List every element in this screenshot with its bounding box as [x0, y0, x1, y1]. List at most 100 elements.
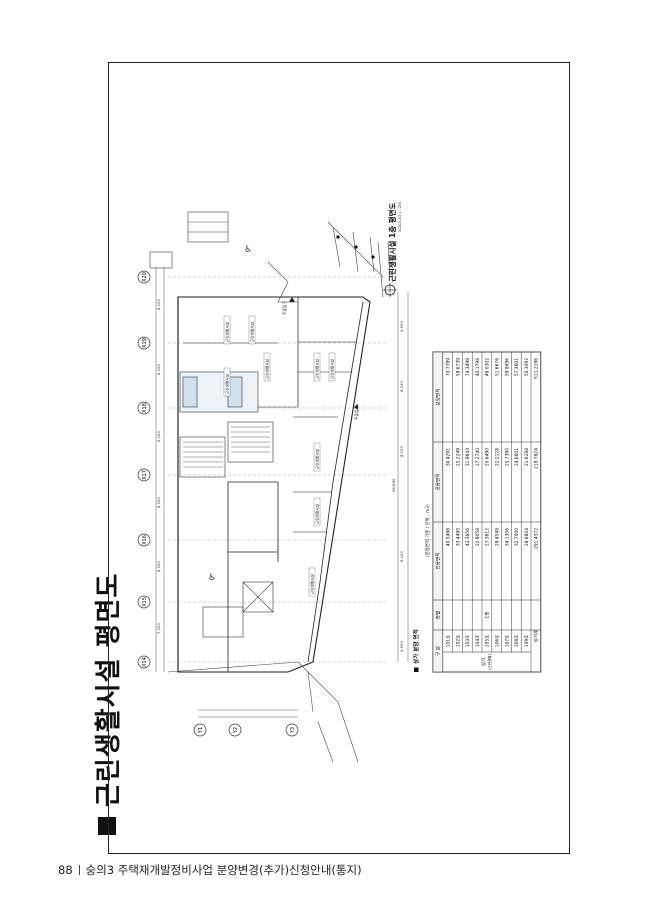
- area-table: 상가 분양 면적 (분양면적 기준 / 단위 : m2) 구 분 층별 전용면적 공용면적…: [412, 351, 542, 673]
- dim-text: 8,100: [399, 381, 404, 392]
- table-unit-cell: 109호: [524, 635, 530, 647]
- table-exclusive-cell: 22.9058: [475, 528, 481, 546]
- table-common-cell: 25.7390: [504, 448, 510, 466]
- floor-plan-drawing: X20 X19 X18 X17 X16 X15 X14 Y1 Y2 Y3 8,1…: [137, 202, 542, 763]
- table-sale-cell: 70.7789: [445, 358, 451, 376]
- table-exclusive-cell: 28.6804: [524, 528, 530, 546]
- table-header-cell: 전용면적: [435, 553, 442, 570]
- table-heading-text: 상가 분양 면적: [412, 629, 420, 664]
- grid-label: Y1: [198, 727, 204, 734]
- drawing-title-text: 근린생활시설 1층 평면도: [387, 202, 397, 282]
- svg-text:♿: ♿: [208, 573, 216, 583]
- entrance-markers: 주출입구 주출입구: [282, 297, 359, 420]
- unit-label: 근린생활시설: [315, 449, 320, 469]
- table-group-sublabel: (근린생활): [487, 653, 492, 670]
- table-floor-label: 1층: [484, 611, 491, 618]
- dim-text: 8,100: [399, 446, 404, 457]
- unit-label: 근린생활시설: [250, 322, 255, 342]
- table-exclusive-cell: 29.4548: [494, 528, 500, 546]
- table-total-label: 상가계: [533, 630, 540, 643]
- table-sale-cell: 40.1798: [475, 358, 481, 376]
- table-exclusive-cell: 27.3812: [485, 528, 491, 546]
- grid-label: X14: [142, 657, 148, 667]
- table-common-cell: 20.6490: [485, 448, 491, 466]
- core-area: [179, 371, 274, 638]
- heading-square-icon: [414, 667, 419, 672]
- grid-label: X17: [142, 470, 148, 480]
- dim-text: 8,100: [156, 431, 161, 442]
- unit-labels: 근린생활시설 근린생활시설 근린생활시설 근린생활시설 근린생활시설 근린생활시…: [223, 315, 336, 597]
- unit-label: 근린생활시설: [315, 504, 320, 524]
- grid-label: Y3: [290, 727, 296, 734]
- entrance-label: 주출입구: [354, 406, 359, 420]
- table-sale-cell: 74.3499: [465, 358, 471, 376]
- table-common-cell: 17.2740: [475, 448, 481, 466]
- column-grid: [168, 276, 388, 663]
- dimension-texts: 8,100 8,100 8,100 8,100 8,100 7,200 4,50…: [156, 299, 404, 652]
- page-footer: 88 숭의3 주택재개발정비사업 분양변경(추가)신청안내(통지): [58, 862, 362, 878]
- table-header-cell: 층별: [435, 611, 442, 619]
- grid-label: X15: [142, 597, 148, 607]
- dim-text: 7,200: [156, 623, 161, 634]
- table-unit-cell: 104호: [475, 635, 481, 647]
- grid-label: Y2: [233, 727, 239, 734]
- building-walls: [177, 296, 371, 673]
- unit-label: 근린생활시설: [330, 359, 335, 379]
- unit-label: 근린생활시설: [225, 322, 230, 342]
- grid-label: X18: [142, 403, 148, 413]
- grid-label: X20: [142, 272, 148, 282]
- table-total-sale: 511.2196: [534, 358, 540, 379]
- table-unit-cell: 103호: [465, 635, 471, 647]
- wheelchair-icon: ♿ ♿: [208, 245, 252, 583]
- dim-text: 8,100: [399, 551, 404, 562]
- table-common-cell: 25.2249: [455, 448, 461, 466]
- grid-bubbles-x: X20 X19 X18 X17 X16 X15 X14: [137, 270, 151, 669]
- entrance-label: 주출입구: [282, 301, 287, 315]
- table-common-cell: 31.9643: [465, 448, 471, 466]
- unit-label: 근린생활시설: [225, 374, 230, 394]
- table-heading: 상가 분양 면적: [412, 629, 420, 672]
- table-exclusive-cell: 33.4490: [455, 528, 461, 546]
- dim-text: 8,100: [156, 497, 161, 508]
- table-common-cell: 21.6288: [524, 448, 530, 466]
- table-unit-cell: 105호: [485, 635, 491, 647]
- table-sale-cell: 58.6739: [455, 358, 461, 376]
- page-number: 88: [58, 863, 73, 877]
- grid-label: X16: [142, 535, 148, 545]
- table-unit-note: (분양면적 기준 / 단위 : m2): [424, 504, 431, 557]
- table-header-cell: 공용면적: [435, 474, 442, 491]
- drawing-scale-text: SCALE A3 1 / 200: [398, 202, 402, 232]
- dim-text: 8,100: [156, 299, 161, 310]
- table-common-cell: 30.4291: [445, 448, 451, 466]
- drawing-title: 근린생활시설 1층 평면도 SCALE A3 1 / 200: [383, 202, 402, 297]
- table-unit-cell: 102호: [455, 635, 461, 647]
- dim-text: 4,500: [399, 321, 404, 332]
- table-sale-cell: 57.3601: [514, 358, 520, 376]
- drawing-frame: [108, 62, 570, 854]
- unit-label: 근린생활시설: [265, 359, 270, 379]
- grid-bubbles-y: Y1 Y2 Y3: [193, 723, 299, 737]
- site-elements: [149, 211, 391, 763]
- table-unit-cell: 106호: [494, 635, 500, 647]
- footer-text: 숭의3 주택재개발정비사업 분양변경(추가)신청안내(통지): [85, 863, 362, 877]
- table-group-label: 상가: [480, 657, 487, 666]
- dim-text: 56,680: [391, 478, 396, 492]
- table-unit-cell: 101호: [445, 635, 451, 647]
- table-exclusive-cell: 42.3856: [465, 528, 471, 546]
- footer-separator: [78, 865, 80, 875]
- table-total-exclusive: 291.4372: [534, 528, 540, 549]
- table-total-common: 219.7824: [534, 448, 540, 469]
- dimension-lines: [155, 267, 409, 718]
- table-header-cell: 구 분: [436, 646, 442, 656]
- table-border: [432, 351, 542, 673]
- table-exclusive-cell: 40.3498: [445, 528, 451, 546]
- table-common-cell: 22.2128: [494, 448, 500, 466]
- grid-label: X19: [142, 338, 148, 348]
- table-exclusive-cell: 32.7000: [514, 528, 520, 546]
- table-unit-cell: 108호: [514, 635, 520, 647]
- table-common-cell: 24.6601: [514, 448, 520, 466]
- table-sale-cell: 59.8696: [504, 358, 510, 376]
- dim-text: 8,100: [156, 561, 161, 572]
- table-sale-cell: 48.0302: [485, 358, 491, 376]
- dim-text: 8,100: [156, 364, 161, 375]
